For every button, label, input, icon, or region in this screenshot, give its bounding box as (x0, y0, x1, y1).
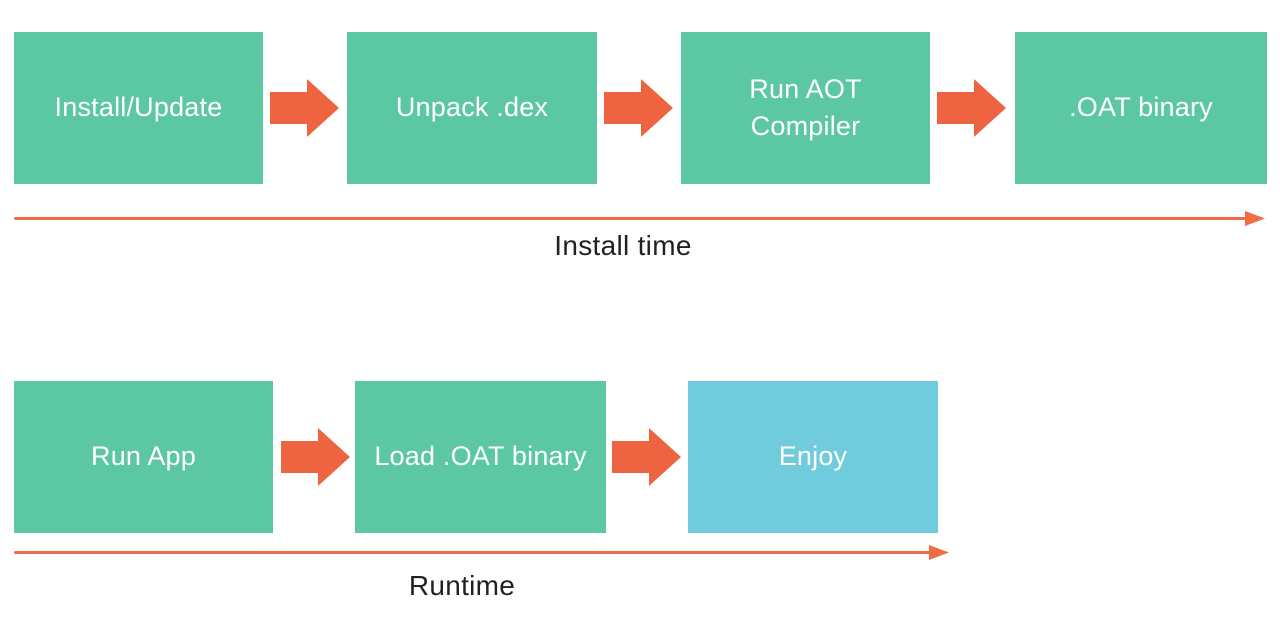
step-label: Run App (91, 441, 196, 472)
step-enjoy: Enjoy (688, 381, 938, 533)
install-timeline-arrow (14, 211, 1265, 226)
flow-arrow-icon (612, 427, 682, 487)
timeline-line (14, 551, 930, 554)
install-time-label: Install time (554, 230, 692, 261)
step-oat-binary: .OAT binary (1015, 32, 1267, 184)
step-unpack-dex: Unpack .dex (347, 32, 597, 184)
step-label: Enjoy (778, 441, 848, 472)
arrowhead-icon (929, 545, 949, 560)
step-label: Unpack .dex (395, 92, 549, 123)
flow-arrow-icon (281, 427, 351, 487)
step-load-oat-binary: Load .OAT binary (355, 381, 606, 533)
step-label: Run AOT Compiler (749, 73, 862, 141)
flow-arrow-icon (604, 78, 674, 138)
step-label: .OAT binary (1069, 92, 1213, 123)
runtime-label: Runtime (408, 570, 516, 601)
step-label: Load .OAT binary (374, 441, 587, 472)
flow-arrow-icon (270, 78, 340, 138)
runtime-timeline-arrow (14, 545, 949, 560)
step-run-aot-compiler: Run AOT Compiler (681, 32, 930, 184)
step-run-app: Run App (14, 381, 273, 533)
step-install-update: Install/Update (14, 32, 263, 184)
arrowhead-icon (1245, 211, 1265, 226)
flow-arrow-icon (937, 78, 1007, 138)
step-label: Install/Update (54, 92, 223, 123)
timeline-line (14, 217, 1246, 220)
